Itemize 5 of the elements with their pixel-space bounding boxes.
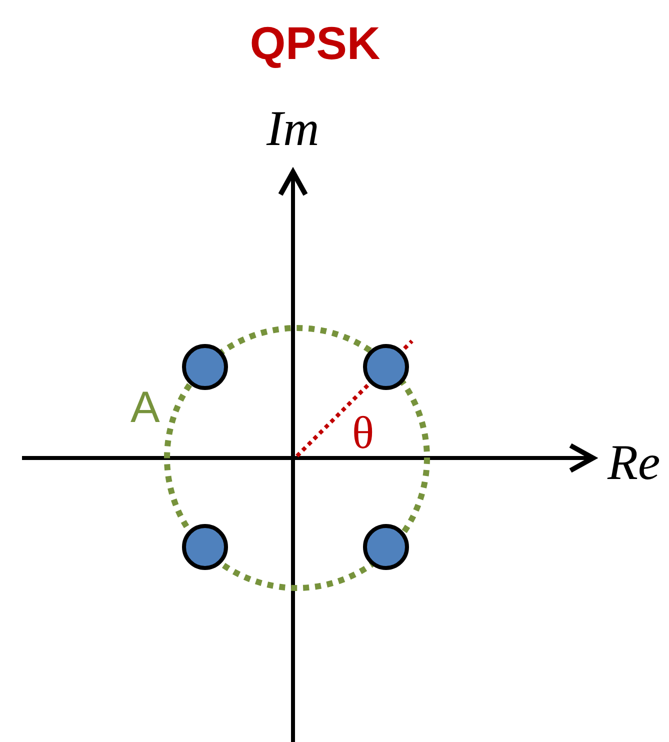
phase-label: θ <box>352 406 374 458</box>
axis-label: Im <box>266 99 320 157</box>
amplitude-label: A <box>130 383 160 433</box>
title: QPSK <box>248 16 382 70</box>
axis-label: Re <box>608 433 660 491</box>
